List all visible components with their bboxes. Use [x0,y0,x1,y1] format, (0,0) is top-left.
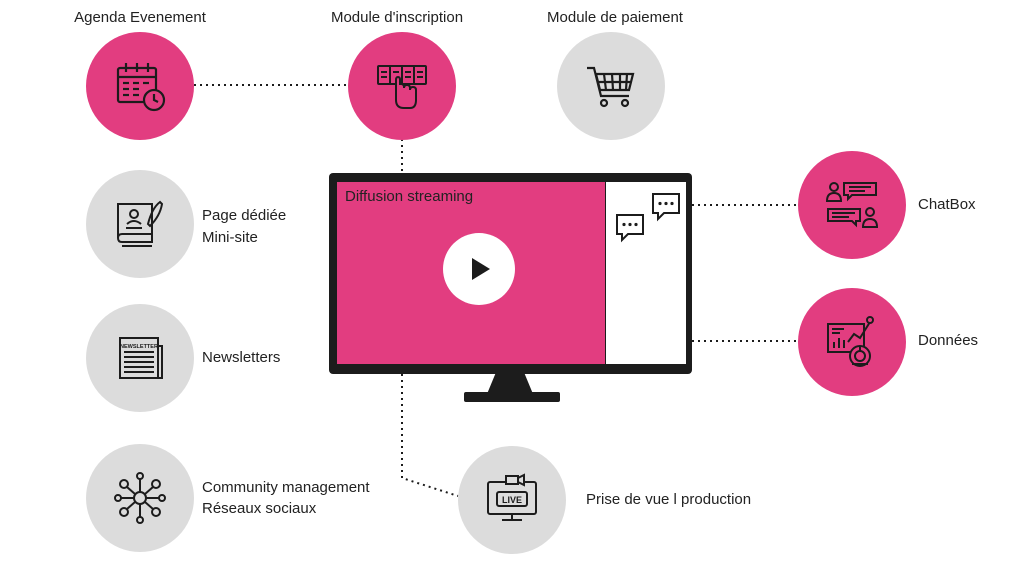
newsletters-label: Newsletters [202,349,281,366]
newsletters-node: NEWSLETTER [86,304,194,412]
inscription-node [348,32,456,140]
agenda-label: Agenda Evenement [74,9,206,26]
live-icon-text: LIVE [502,495,522,505]
page-label-line2: Mini-site [202,229,258,246]
chat-bubble-icon [616,214,644,243]
production-label: Prise de vue l production [586,491,752,508]
calendar-clock-icon [116,63,166,112]
registration-form-icon [377,65,427,109]
chatbox-label: ChatBox [918,196,976,213]
page-node [86,170,194,278]
chatbox-node [798,151,906,259]
shopping-cart-icon [587,66,635,108]
chat-people-icon [825,182,879,228]
page-label-line1: Page dédiée [202,207,287,224]
paiement-label: Module de paiement [547,9,683,26]
monitor-title: Diffusion streaming [345,188,474,205]
monitor-stand-neck [487,374,533,394]
play-button[interactable] [443,233,515,305]
inscription-label: Module d'inscription [330,9,464,26]
donnees-node [798,288,906,396]
donnees-label: Données [918,332,979,349]
community-label-line2: Réseaux sociaux [202,500,317,517]
live-camera-icon: LIVE [487,473,537,521]
connector-monitor-production [401,374,459,497]
production-node: LIVE [458,446,566,554]
book-profile-icon [117,200,164,247]
newspaper-icon-text: NEWSLETTER [120,344,158,350]
chat-bubble-icon [652,193,680,222]
newspaper-icon: NEWSLETTER [119,337,163,379]
data-analytics-icon [827,316,874,367]
agenda-node [86,32,194,140]
social-network-icon [114,472,166,524]
paiement-node [557,32,665,140]
community-label-line1: Community management [202,479,370,496]
monitor-stand-base [464,392,560,402]
community-node [86,444,194,552]
play-icon [472,258,490,280]
